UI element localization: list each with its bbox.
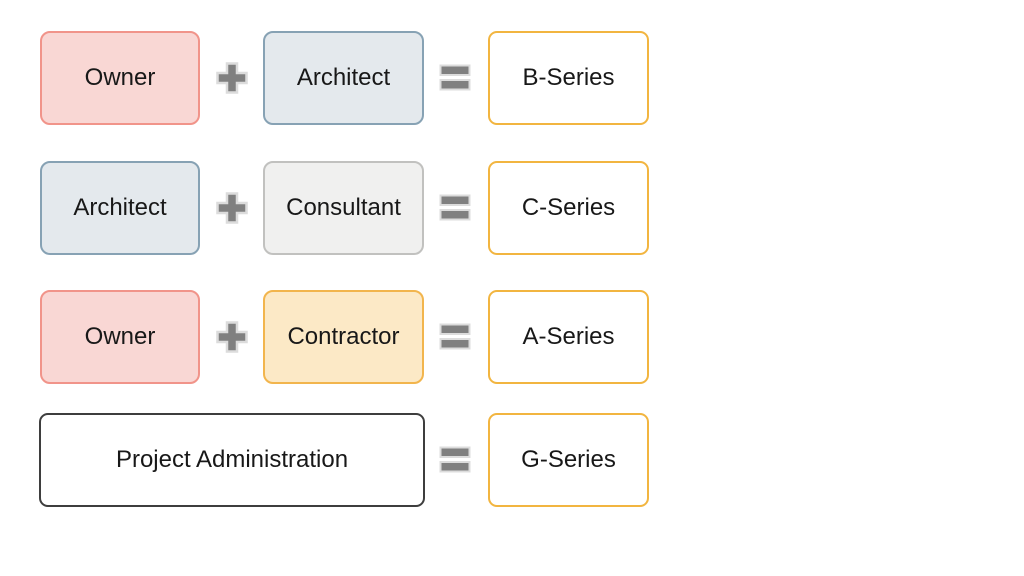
equals-icon <box>438 290 472 384</box>
role-label: Architect <box>296 64 391 91</box>
project-administration-box: Project Administration <box>39 413 425 507</box>
role-label: Contractor <box>287 323 400 350</box>
equals-icon <box>438 413 472 507</box>
equals-icon <box>438 161 472 255</box>
series-label: C-Series <box>521 194 616 221</box>
role-box-architect-row1: Architect <box>263 31 424 125</box>
role-label: Owner <box>84 323 156 350</box>
series-box-a: A-Series <box>488 290 649 384</box>
role-box-owner-row1: Owner <box>40 31 200 125</box>
equals-icon <box>438 31 472 125</box>
role-box-architect-row2: Architect <box>40 161 200 255</box>
role-label: Owner <box>84 64 156 91</box>
role-label: Project Administration <box>115 446 349 473</box>
role-box-contractor: Contractor <box>263 290 424 384</box>
series-box-g: G-Series <box>488 413 649 507</box>
role-box-consultant: Consultant <box>263 161 424 255</box>
role-label: Consultant <box>286 194 401 221</box>
role-label: Architect <box>73 194 167 221</box>
series-label: A-Series <box>522 323 615 350</box>
role-box-owner-row3: Owner <box>40 290 200 384</box>
series-box-c: C-Series <box>488 161 649 255</box>
series-label: G-Series <box>521 446 616 473</box>
plus-icon <box>212 31 252 125</box>
plus-icon <box>212 161 252 255</box>
series-label: B-Series <box>522 64 615 91</box>
plus-icon <box>212 290 252 384</box>
series-box-b: B-Series <box>488 31 649 125</box>
